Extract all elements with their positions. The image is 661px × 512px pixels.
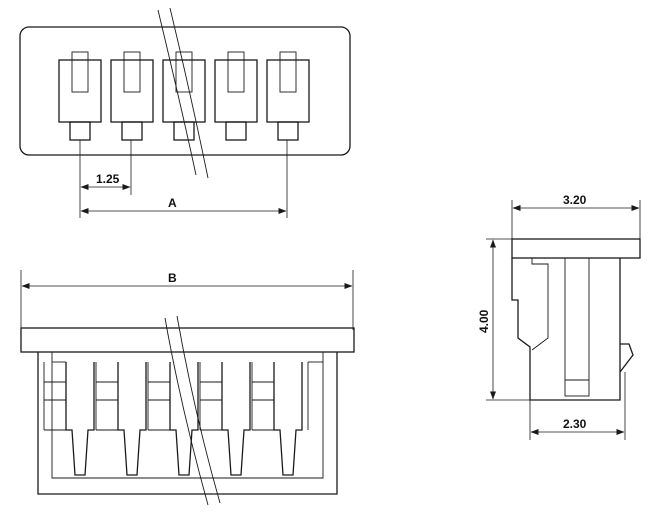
front-view-body xyxy=(37,352,338,495)
pitch-dimension: 1.25 xyxy=(80,172,131,190)
width-dimension-label: 3.20 xyxy=(563,193,587,207)
top-view-pin xyxy=(214,51,258,141)
a-dimension: A xyxy=(80,196,287,214)
width-dimension: 3.20 xyxy=(511,193,641,240)
front-view-slot xyxy=(43,362,95,476)
b-dimension-label: B xyxy=(168,271,177,285)
height-dimension-label: 4.00 xyxy=(477,309,491,333)
side-view-top-plate xyxy=(511,238,641,259)
depth-dimension: 2.30 xyxy=(529,372,626,440)
top-view-break-lines xyxy=(157,7,209,179)
front-view-slot xyxy=(199,362,251,476)
top-view-pins xyxy=(58,51,310,141)
front-view-break-lines xyxy=(164,315,221,506)
top-view-pin xyxy=(266,51,310,141)
side-view-contact xyxy=(564,257,590,397)
front-view-slot xyxy=(251,362,303,476)
top-view-pin xyxy=(58,51,102,141)
front-view-slot xyxy=(95,362,147,476)
front-view-flange xyxy=(20,327,355,353)
side-view: 3.20 4.00 2.30 xyxy=(477,193,641,440)
side-view-latch xyxy=(619,343,634,373)
top-view-pin xyxy=(162,51,206,141)
top-view: 1.25 A xyxy=(19,7,351,218)
pitch-dimension-label: 1.25 xyxy=(96,172,120,186)
height-dimension: 4.00 xyxy=(477,238,530,401)
front-view: B xyxy=(20,270,355,506)
top-view-pin xyxy=(110,51,154,141)
b-dimension: B xyxy=(20,270,354,330)
front-view-contact-slots xyxy=(43,361,323,476)
side-view-profile xyxy=(511,258,621,401)
depth-dimension-label: 2.30 xyxy=(563,417,587,431)
top-view-housing xyxy=(19,26,351,156)
a-dimension-label: A xyxy=(168,196,177,210)
front-view-slot xyxy=(147,362,199,476)
